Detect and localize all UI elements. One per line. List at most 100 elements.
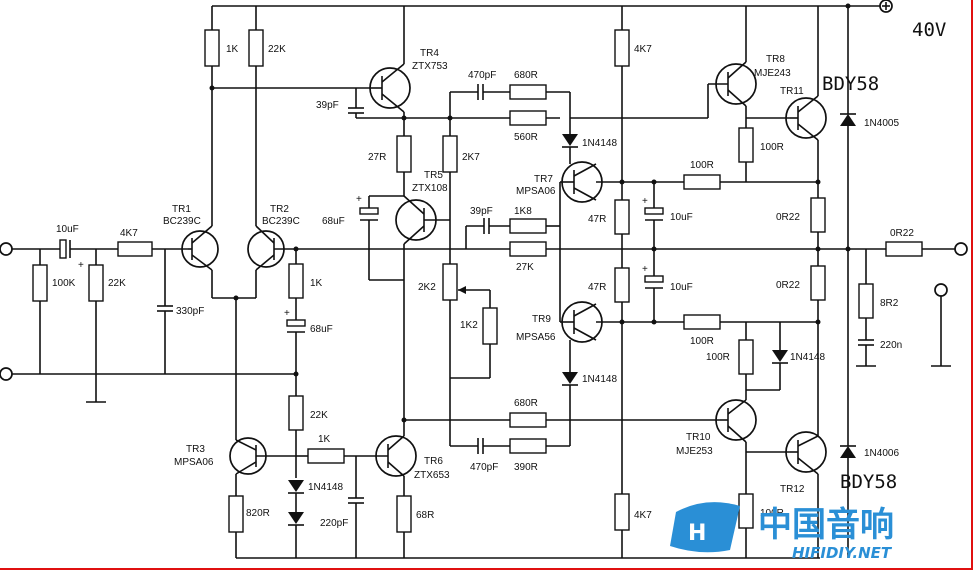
supply-rails	[212, 5, 880, 559]
label-c-10uf-a: 10uF	[670, 212, 693, 223]
transistor-tr10	[715, 399, 757, 443]
resistor-680r-bot	[509, 412, 547, 428]
label-d-1n4006: 1N4006	[864, 448, 899, 459]
transistor-tr11	[785, 95, 827, 141]
resistor-22k-top	[248, 29, 264, 67]
label-r-47r-a: 47R	[588, 214, 606, 225]
label-tr4-type: ZTX753	[412, 61, 448, 72]
label-tr4: TR4	[420, 48, 439, 59]
label-c-39pf-a: 39pF	[316, 100, 339, 111]
label-c-39pf-b: 39pF	[470, 206, 493, 217]
resistor-100r-a	[738, 127, 754, 163]
label-r-100r-a: 100R	[760, 142, 784, 153]
resistor-560r	[509, 110, 547, 126]
diode-1n4148-a	[562, 134, 578, 148]
label-c-470pf-top: 470pF	[468, 70, 496, 81]
label-r-8r2: 8R2	[880, 298, 899, 309]
label-r-100r-c: 100R	[690, 336, 714, 347]
resistor-2k7	[442, 135, 458, 173]
resistor-100r-d	[738, 339, 754, 375]
label-c-220pf: 220pF	[320, 518, 348, 529]
label-c-330pf: 330pF	[176, 306, 204, 317]
resistor-100k	[32, 264, 48, 302]
label-bdy58-top: BDY58	[822, 73, 879, 95]
polarity-plus: +	[356, 194, 362, 205]
label-tr9: TR9	[532, 314, 551, 325]
transistor-tr8	[708, 61, 757, 107]
label-c-10uf-in: 10uF	[56, 224, 79, 235]
label-r-1k8: 1K8	[514, 206, 532, 217]
output-terminal-bottom[interactable]	[934, 283, 948, 297]
resistor-4k7-top	[614, 29, 630, 67]
watermark-en: HIFIDIY.NET	[792, 544, 893, 562]
label-tr7-type: MPSA06	[516, 186, 556, 197]
label-d-1n4148-d: 1N4148	[308, 482, 343, 493]
label-tr6-type: ZTX653	[414, 470, 450, 481]
label-tr2: TR2	[270, 204, 289, 215]
supply-voltage: 40V	[912, 19, 946, 41]
label-tr9-type: MPSA56	[516, 332, 556, 343]
resistor-47r-a	[614, 199, 630, 235]
input-capacitor	[59, 239, 118, 259]
label-tr8-type: MJE243	[754, 68, 791, 79]
label-tr1-type: BC239C	[163, 216, 201, 227]
transistor-tr1	[181, 225, 219, 271]
label-r-820r: 820R	[246, 508, 270, 519]
label-r-100r-e: 100R	[760, 508, 784, 519]
capacitor-10uf-b	[644, 275, 664, 283]
resistor-100r-e	[738, 493, 754, 529]
label-tr3-type: MPSA06	[174, 457, 214, 468]
label-r-680r-top: 680R	[514, 70, 538, 81]
resistor-0r22-out	[885, 241, 923, 257]
label-tr12: TR12	[780, 484, 805, 495]
label-c-220n: 220n	[880, 340, 902, 351]
input-terminal-top[interactable]	[0, 242, 13, 256]
transistor-tr5	[395, 195, 450, 245]
resistor-27r	[396, 135, 412, 173]
svg-text:H: H	[688, 521, 706, 546]
label-bdy58-bot: BDY58	[840, 471, 897, 493]
label-r-1k-bot: 1K	[318, 434, 331, 445]
resistor-1k-top	[204, 29, 220, 67]
label-d-1n4005: 1N4005	[864, 118, 899, 129]
label-r-0r22-b: 0R22	[776, 280, 800, 291]
capacitor-68uf-a	[359, 207, 379, 215]
positive-terminal[interactable]	[879, 0, 893, 13]
resistor-4k7-in	[117, 241, 153, 257]
diode-1n4148-d	[288, 480, 304, 558]
label-r-0r22-a: 0R22	[776, 212, 800, 223]
resistor-8r2	[858, 283, 874, 319]
label-tr1: TR1	[172, 204, 191, 215]
transistor-tr6	[375, 435, 417, 477]
label-r-100r-b: 100R	[690, 160, 714, 171]
label-r-68r: 68R	[416, 510, 434, 521]
label-d-1n4148-c: 1N4148	[790, 352, 825, 363]
transistor-tr7	[560, 161, 603, 203]
output-terminal-top[interactable]	[954, 242, 968, 256]
label-r-22k-in: 22K	[108, 278, 126, 289]
resistor-2k2	[442, 263, 458, 301]
resistor-27k	[509, 241, 547, 257]
label-c-68uf-b: 68uF	[310, 324, 333, 335]
resistor-390r	[509, 438, 547, 454]
resistor-0r22-b	[810, 265, 826, 301]
label-r-22k-top: 22K	[268, 44, 286, 55]
diode-1n4006	[840, 445, 856, 458]
resistor-100r-b	[683, 174, 721, 190]
watermark-cn: 中国音响	[758, 505, 894, 545]
resistor-1k-mid	[288, 263, 304, 299]
label-tr7: TR7	[534, 174, 553, 185]
label-r-2k7: 2K7	[462, 152, 480, 163]
label-c-470pf-bot: 470pF	[470, 462, 498, 473]
label-c-68uf-a: 68uF	[322, 216, 345, 227]
capacitor-10uf-a	[644, 207, 664, 215]
resistor-22k-mid	[288, 395, 304, 431]
resistor-4k7-bot	[614, 493, 630, 531]
transistor-tr9	[560, 301, 603, 343]
label-d-1n4148-b: 1N4148	[582, 374, 617, 385]
label-tr11: TR11	[780, 86, 804, 97]
label-r-390r: 390R	[514, 462, 538, 473]
label-tr3: TR3	[186, 444, 205, 455]
input-terminal-bottom[interactable]	[0, 367, 13, 381]
